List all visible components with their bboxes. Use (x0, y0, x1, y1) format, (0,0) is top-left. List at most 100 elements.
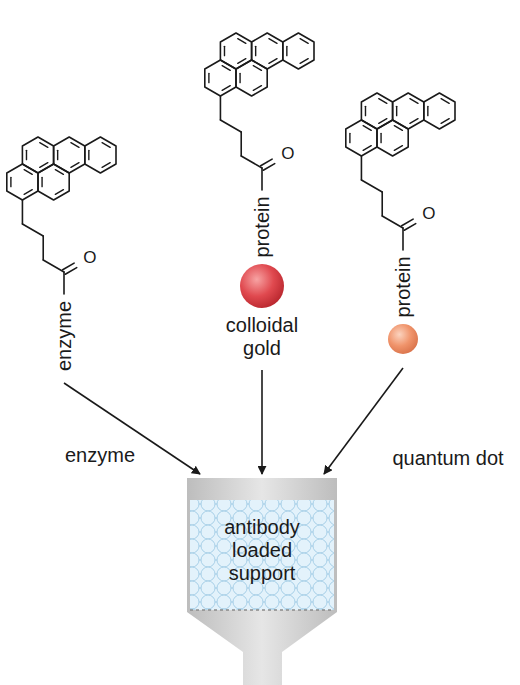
double-bond-inner (222, 66, 230, 71)
double-bond-inner (40, 143, 48, 148)
alkyl-chain-bond (382, 216, 403, 228)
carbonyl-bond (263, 164, 274, 171)
double-bond-inner (24, 170, 32, 175)
aromatic-ring (22, 137, 53, 173)
double-bond-inner (379, 119, 387, 124)
double-bond-inner (365, 106, 366, 115)
double-bond-inner (57, 150, 58, 159)
alkyl-chain-bond (43, 260, 64, 272)
double-bond-inner (379, 99, 387, 104)
aromatic-ring (424, 93, 455, 129)
amide-bond (402, 228, 404, 250)
double-bond-inner (208, 73, 209, 82)
double-bond-inner (238, 59, 246, 64)
double-bond-inner (300, 39, 308, 44)
double-bond-inner (24, 190, 32, 195)
aromatic-ring (54, 137, 85, 173)
alkyl-chain-bond (220, 96, 222, 120)
alkyl-chain-bond (381, 192, 383, 216)
alkyl-chain-bond (22, 200, 24, 224)
double-bond-inner (88, 150, 89, 159)
atom-symbol: O (281, 145, 294, 162)
double-bond-inner (238, 39, 246, 44)
double-bond-inner (10, 177, 11, 186)
aromatic-ring (85, 137, 116, 173)
aromatic-ring (220, 33, 251, 69)
conjugate-node: protein (384, 254, 422, 358)
double-bond-inner (396, 106, 397, 115)
double-bond-inner (40, 163, 48, 168)
conjugate-node: enzyme (53, 298, 76, 373)
double-bond-inner (102, 163, 110, 168)
double-bond-inner (394, 146, 402, 151)
double-bond-inner (300, 59, 308, 64)
alkyl-chain-bond (22, 224, 43, 236)
column-support: antibody loaded support (187, 478, 337, 612)
rotated-text-holder: enzyme (53, 298, 76, 373)
frit-line (190, 609, 334, 611)
double-bond-inner (410, 99, 418, 104)
double-bond-inner (71, 143, 79, 148)
alkyl-chain-bond (220, 120, 241, 132)
double-bond-inner (253, 66, 261, 71)
double-bond-inner (286, 46, 287, 55)
bead-bed (190, 500, 334, 610)
alkyl-chain-bond (361, 156, 363, 180)
carbonyl-bond (402, 219, 413, 226)
double-bond-inner (55, 170, 63, 175)
alkyl-chain-bond (240, 132, 242, 156)
double-bond-inner (253, 86, 261, 91)
double-bond-inner (102, 143, 110, 148)
carbonyl-bond (404, 224, 415, 231)
rotated-text-holder: protein (251, 194, 274, 260)
aromatic-ring (283, 33, 314, 69)
support-label: antibody loaded support (197, 516, 327, 585)
nanoparticle-sphere (384, 320, 422, 358)
nanoparticle-sphere (236, 260, 288, 312)
alkyl-chain-bond (241, 156, 262, 168)
arrow-label: quantum dot (390, 447, 505, 470)
double-bond-inner (363, 126, 371, 131)
particle (388, 324, 418, 354)
double-bond-inner (441, 119, 449, 124)
double-bond-inner (427, 106, 428, 115)
double-bond-inner (26, 150, 27, 159)
particle (240, 264, 284, 308)
double-bond-inner (239, 73, 240, 82)
double-bond-inner (255, 46, 256, 55)
alkyl-chain-bond (42, 236, 44, 260)
alkyl-chain-bond (361, 180, 382, 192)
funnel-outlet (187, 612, 337, 685)
double-bond-inner (224, 46, 225, 55)
conjugate-node: protein colloidal gold (206, 194, 318, 360)
amide-bond (261, 168, 263, 190)
flow-arrow (261, 370, 263, 474)
double-bond-inner (222, 86, 230, 91)
column-body (187, 478, 337, 612)
double-bond-inner (269, 39, 277, 44)
double-bond-inner (394, 126, 402, 131)
double-bond-inner (41, 177, 42, 186)
double-bond-inner (55, 190, 63, 195)
aromatic-ring (361, 93, 392, 129)
arrow-label: enzyme (63, 444, 137, 467)
double-bond-inner (380, 133, 381, 142)
aromatic-ring (252, 33, 283, 69)
double-bond-inner (349, 133, 350, 142)
vertical-label: enzyme (53, 300, 76, 370)
carbonyl-bond (261, 159, 272, 166)
double-bond-inner (441, 99, 449, 104)
atom-symbol: O (422, 205, 435, 222)
vertical-label: protein (392, 256, 415, 317)
double-bond-inner (269, 59, 277, 64)
vertical-label: protein (251, 196, 274, 257)
atom-symbol: O (83, 249, 96, 266)
double-bond-inner (363, 146, 371, 151)
particle-label: colloidal gold (206, 314, 318, 360)
carbonyl-bond (63, 263, 74, 270)
double-bond-inner (71, 163, 79, 168)
carbonyl-bond (65, 268, 76, 275)
aromatic-ring (393, 93, 424, 129)
rotated-text-holder: protein (392, 254, 415, 320)
amide-bond (63, 272, 65, 294)
